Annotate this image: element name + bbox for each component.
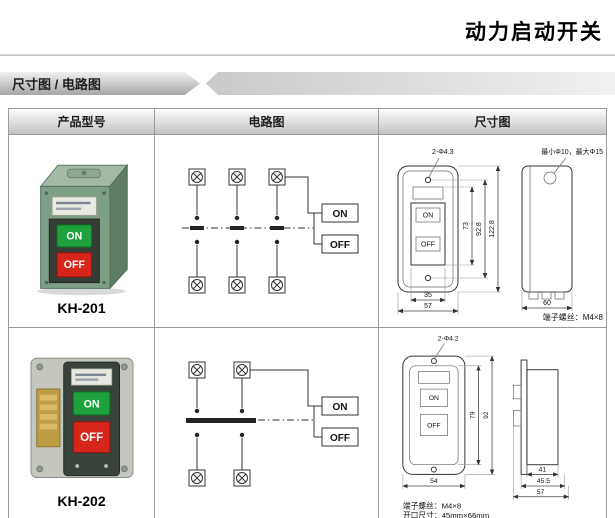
off-button-label: OFF xyxy=(80,432,103,444)
product-row-kh201: ON OFF KH-201 xyxy=(9,135,606,328)
dims-cell-kh201: ON OFF 2-Φ4.3 73 92.8 xyxy=(379,135,606,327)
horizontal-dimensions: 54 xyxy=(401,474,465,489)
mounting-hole-note: 2-Φ4.3 xyxy=(432,149,454,156)
dim-height-outer: 122.8 xyxy=(489,220,496,238)
horizontal-dimensions: 35 57 xyxy=(396,268,459,314)
dim-side-b: 45.5 xyxy=(536,478,549,485)
dim-height-mid: 92.8 xyxy=(476,222,483,236)
product-photo-kh202: ON OFF xyxy=(30,357,133,479)
contact-poles xyxy=(185,408,256,438)
opening-size-note: 开口尺寸：45mm×66mm xyxy=(402,510,488,518)
circuit-on-box xyxy=(321,203,358,223)
circuit-on-label: ON xyxy=(332,209,347,220)
dim-side-a: 41 xyxy=(538,467,546,474)
nameplate xyxy=(70,368,112,386)
model-label-kh201: KH-201 xyxy=(57,300,106,316)
header-circuit-diagram: 电路图 xyxy=(155,109,379,134)
circuit-on-box xyxy=(321,396,358,416)
dim-width-inner: 35 xyxy=(424,292,432,299)
circuit-off-box xyxy=(321,234,358,254)
contact-block xyxy=(35,388,60,448)
terminal-screw-note: 端子螺丝：M4×8 xyxy=(402,500,460,510)
photo-cell-kh202: ON OFF KH-202 xyxy=(9,328,155,518)
circuit-off-label: OFF xyxy=(330,240,350,251)
product-row-kh202: ON OFF KH-202 xyxy=(9,328,606,518)
terminal-symbols xyxy=(188,361,250,487)
dim-side-width: 57 xyxy=(536,489,544,496)
circuit-off-label: OFF xyxy=(330,433,350,444)
knockout-size-note: 最小Φ10，最大Φ15 xyxy=(541,147,603,156)
section-banner: 尺寸图 / 电路图 xyxy=(0,72,615,95)
header-product-model: 产品型号 xyxy=(9,109,155,134)
title-divider xyxy=(0,54,615,56)
dim-width-outer: 57 xyxy=(424,303,432,310)
page-title: 动力启动开关 xyxy=(465,21,603,44)
on-button xyxy=(56,224,92,248)
on-feed-line xyxy=(284,176,322,214)
drawing-off-label: OFF xyxy=(427,422,441,429)
terminal-screw-note: 端子螺丝：M4×8 xyxy=(542,312,603,322)
side-view: 41 45.5 57 xyxy=(512,359,569,500)
circuit-off-box xyxy=(321,427,358,447)
unit-screw xyxy=(103,464,108,468)
header-dimension-diagram: 尺寸图 xyxy=(474,115,511,129)
circuit-wires xyxy=(196,378,242,470)
on-button-label: ON xyxy=(66,230,82,242)
drawing-on-label: ON xyxy=(428,395,438,402)
circuit-cell-kh202: ON OFF xyxy=(155,328,379,518)
mounting-hole-note: 2-Φ4.2 xyxy=(437,336,458,343)
model-label-kh202: KH-202 xyxy=(57,493,106,509)
dim-width-outer: 54 xyxy=(430,478,438,485)
front-view: ON OFF 2-Φ4.2 xyxy=(401,336,465,475)
unit-screw xyxy=(74,464,79,468)
circuit-diagram-kh201: ON OFF xyxy=(181,168,358,294)
table-header-row: 产品型号 电路图 尺寸图 xyxy=(9,109,606,135)
photo-cell-kh201: ON OFF KH-201 xyxy=(9,135,155,327)
off-button-label: OFF xyxy=(63,259,85,271)
dim-height-outer: 92 xyxy=(483,411,490,419)
off-button xyxy=(72,421,110,453)
drawing-off-label: OFF xyxy=(421,242,435,249)
dimension-drawing-kh201: ON OFF 2-Φ4.3 73 92.8 xyxy=(396,147,603,322)
off-button xyxy=(56,252,92,278)
dims-cell-kh202: ON OFF 2-Φ4.2 79 92 xyxy=(379,328,606,518)
nameplate xyxy=(51,196,97,216)
drawing-on-label: ON xyxy=(422,213,433,220)
section-banner-tail xyxy=(206,72,615,95)
dim-height-inner: 79 xyxy=(469,411,476,419)
section-banner-label: 尺寸图 / 电路图 xyxy=(12,77,101,92)
product-photo-kh201: ON OFF xyxy=(36,163,128,296)
products-table: 产品型号 电路图 尺寸图 xyxy=(8,108,607,518)
photo-shadow xyxy=(36,287,125,296)
vertical-dimensions: 73 92.8 122.8 xyxy=(430,165,501,293)
on-button xyxy=(72,391,110,416)
dim-height-inner: 73 xyxy=(463,222,470,230)
circuit-wires xyxy=(196,185,277,277)
front-view: ON OFF 2-Φ4.3 xyxy=(397,149,458,293)
circuit-diagram-kh202: ON OFF xyxy=(185,361,358,487)
circuit-cell-kh201: ON OFF xyxy=(155,135,379,327)
dimension-drawing-kh202: ON OFF 2-Φ4.2 79 92 xyxy=(401,336,569,518)
dim-side-width: 60 xyxy=(543,300,551,307)
side-view: 最小Φ10，最大Φ15 60 xyxy=(520,147,603,311)
on-feed-line xyxy=(249,369,322,407)
vertical-dimensions: 79 92 xyxy=(457,355,495,475)
on-button-label: ON xyxy=(83,398,99,410)
section-banner-ribbon: 尺寸图 / 电路图 xyxy=(0,72,172,95)
circuit-on-label: ON xyxy=(332,402,347,413)
section-banner-chevron xyxy=(172,72,200,95)
contact-poles xyxy=(189,215,284,245)
